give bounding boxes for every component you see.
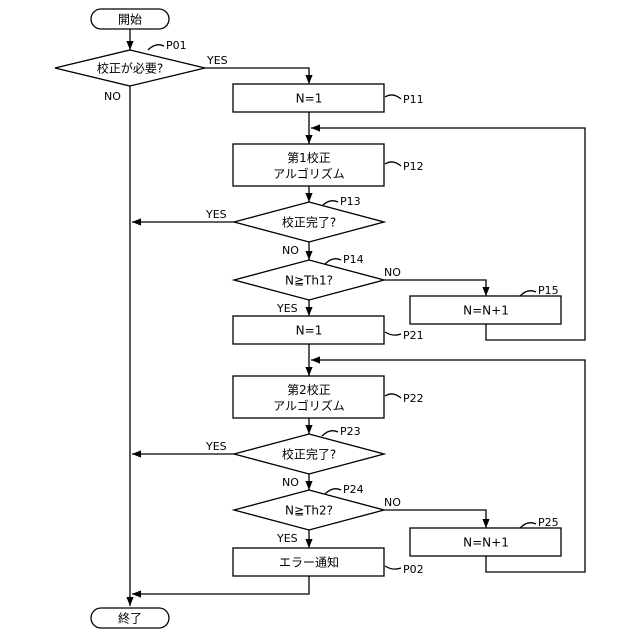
- process-p02-label: エラー通知: [279, 556, 339, 570]
- ref-p24: P24: [343, 483, 364, 496]
- ref-p02: P02: [403, 563, 424, 576]
- decision-p13-label: 校正完了?: [282, 215, 336, 230]
- decision-p01-label: 校正が必要?: [97, 61, 163, 76]
- process-p12: 第1校正 アルゴリズム: [233, 144, 384, 186]
- ref-p23: P23: [340, 425, 361, 438]
- leader-p24: [325, 489, 341, 494]
- process-p22: 第2校正 アルゴリズム: [233, 376, 384, 418]
- decision-p23-label: 校正完了?: [282, 447, 336, 462]
- branch-p14-yes: YES: [276, 302, 298, 315]
- ref-p12: P12: [403, 160, 424, 173]
- leader-p02: [385, 566, 401, 569]
- leader-p15: [520, 291, 536, 296]
- branch-p14-no: NO: [384, 266, 401, 279]
- ref-p25: P25: [538, 516, 559, 529]
- leader-p21: [385, 332, 401, 335]
- leader-p22: [385, 394, 401, 398]
- process-p12-label-line2: アルゴリズム: [273, 166, 345, 181]
- start-label: 開始: [118, 13, 142, 27]
- decision-p13: 校正完了?: [234, 202, 384, 242]
- ref-p15: P15: [538, 284, 559, 297]
- leader-p25: [520, 523, 536, 528]
- decision-p23: 校正完了?: [234, 434, 384, 474]
- process-p21-label: N=1: [296, 324, 323, 338]
- end-label: 終了: [118, 611, 142, 626]
- ref-p01: P01: [166, 39, 187, 52]
- branch-p23-no: NO: [282, 476, 299, 489]
- decision-p24-label: N≧Th2?: [285, 504, 333, 518]
- connector-p14-no-p15: [384, 280, 486, 296]
- ref-p11: P11: [403, 93, 424, 106]
- process-p25: N=N+1: [410, 528, 561, 556]
- leader-p23: [322, 431, 338, 436]
- ref-p14: P14: [343, 253, 364, 266]
- leader-p14: [325, 259, 341, 264]
- decision-p14: N≧Th1?: [234, 260, 384, 300]
- branch-p01-no: NO: [104, 90, 121, 103]
- branch-p24-yes: YES: [276, 532, 298, 545]
- leader-p12: [385, 162, 401, 166]
- connector-p24-no-p25: [384, 510, 486, 528]
- decision-p24: N≧Th2?: [234, 490, 384, 530]
- decision-p14-label: N≧Th1?: [285, 274, 333, 288]
- leader-p01: [148, 45, 164, 50]
- process-p21: N=1: [233, 316, 384, 344]
- process-p25-label: N=N+1: [463, 536, 509, 550]
- process-p12-label-line1: 第1校正: [287, 150, 331, 165]
- process-p11: N=1: [233, 84, 384, 112]
- ref-p21: P21: [403, 329, 424, 342]
- leader-p11: [385, 95, 401, 99]
- ref-p13: P13: [340, 195, 361, 208]
- ref-p22: P22: [403, 392, 424, 405]
- process-p22-label-line1: 第2校正: [287, 382, 331, 397]
- process-p22-label-line2: アルゴリズム: [273, 398, 345, 413]
- branch-p01-yes: YES: [206, 54, 228, 67]
- branch-p13-yes: YES: [205, 208, 227, 221]
- process-p02: エラー通知: [233, 548, 384, 576]
- branch-p13-no: NO: [282, 244, 299, 257]
- decision-p01: 校正が必要?: [55, 50, 205, 86]
- start-terminal: 開始: [91, 9, 169, 29]
- process-p11-label: N=1: [296, 92, 323, 106]
- process-p15-label: N=N+1: [463, 304, 509, 318]
- connector-p02-end: [132, 576, 309, 594]
- leader-p13: [322, 201, 338, 206]
- end-terminal: 終了: [91, 608, 169, 628]
- process-p15: N=N+1: [410, 296, 561, 324]
- branch-p24-no: NO: [384, 496, 401, 509]
- connector-p01-yes-p11: [205, 68, 309, 84]
- branch-p23-yes: YES: [205, 440, 227, 453]
